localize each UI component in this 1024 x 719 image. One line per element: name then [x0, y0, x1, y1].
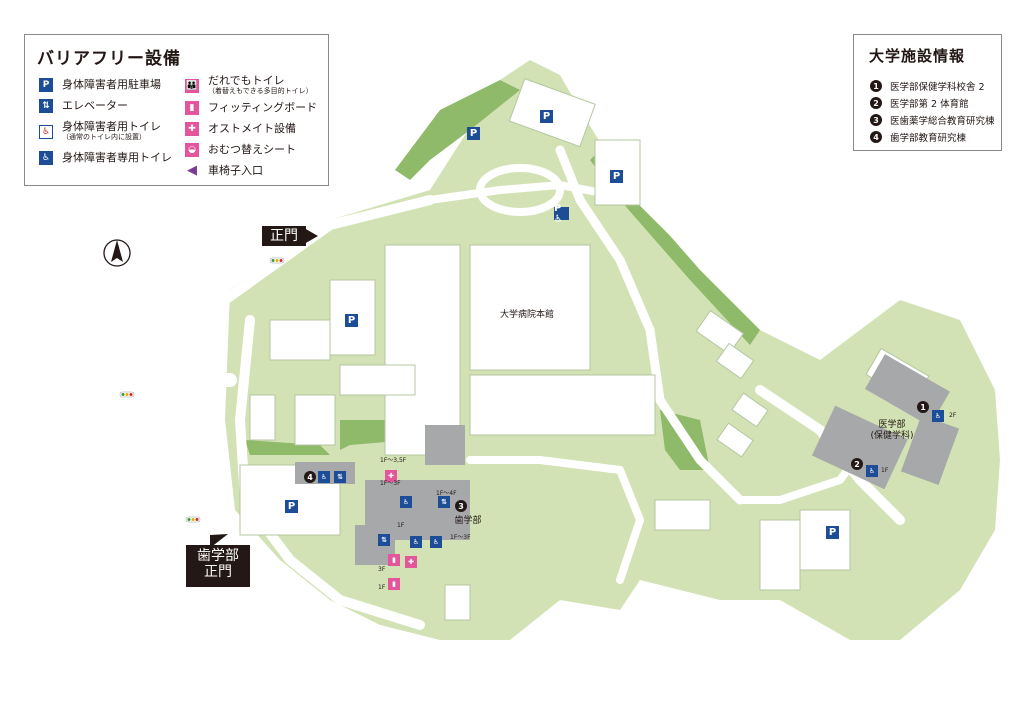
medical-school-label: 医学部 (保健学科) [870, 420, 914, 441]
main-gate-label: 正門 [262, 226, 306, 246]
diaper-changing-icon: ◒ [185, 143, 199, 157]
parking-icon: P [610, 170, 623, 183]
traffic-light-icon [185, 516, 201, 523]
building-number-1: 1 [917, 401, 929, 413]
ostomate-icon: ✚ [185, 122, 199, 136]
traffic-light-icon [269, 257, 285, 264]
accessible-toilet-icon: ♿ [430, 536, 442, 548]
main-gate-pointer [304, 228, 318, 244]
accessible-parking-icon: P [39, 78, 53, 92]
building-number-4: 4 [304, 471, 316, 483]
ostomate-icon: ✚ [385, 470, 397, 482]
legend-title: バリアフリー設備 [37, 49, 181, 69]
building-number-3: 3 [455, 500, 467, 512]
elevator-icon: ⇅ [334, 471, 346, 483]
facility-item-4: 4 歯学部教育研究棟 [870, 130, 966, 144]
accessible-toilet-icon: ♿ [866, 465, 878, 477]
barrier-free-legend: バリアフリー設備 P 身体障害者用駐車場 ⇅ エレベーター ♿ 身体障害者用トイ… [24, 34, 329, 186]
dental-gate-label: 歯学部 正門 [186, 545, 250, 587]
floor-label: 1F [881, 467, 889, 474]
hospital-main-building-label: 大学病院本館 [499, 310, 554, 320]
green-belt-north [395, 80, 520, 180]
floor-label: 3F [378, 566, 386, 573]
parking-icon: P [467, 127, 480, 140]
elevator-icon: ⇅ [438, 496, 450, 508]
parking-icon: P [345, 314, 358, 327]
facility-item-1: 1 医学部保健学科校舎 2 [870, 79, 985, 93]
wheelchair-entrance-arrow-icon: ◀ [187, 163, 197, 178]
facility-title: 大学施設情報 [869, 47, 966, 65]
floor-label: 1F [378, 584, 386, 591]
accessible-toilet-icon: ♿ [400, 496, 412, 508]
floor-label: 1F [397, 522, 405, 529]
buildings [239, 78, 930, 621]
parking-icon: P [826, 526, 839, 539]
north-arrow-icon [103, 239, 131, 267]
legend-item-accessible-toilet: ♿ 身体障害者専用トイレ [39, 151, 172, 165]
building-number-2: 2 [851, 458, 863, 470]
legend-item-wheelchair-entrance: ◀ 車椅子入口 [187, 163, 263, 178]
elevator-icon: ⇅ [378, 534, 390, 546]
fitting-board-icon: ▮ [185, 101, 199, 115]
dental-school-label: 歯学部 [454, 516, 482, 526]
legend-item-fitting-board: ▮ フィッティングボード [185, 101, 317, 115]
facility-item-3: 3 医歯薬学総合教育研究棟 [870, 113, 995, 127]
accessible-parking-icon: P♿ [554, 203, 569, 225]
parking-icon: P [540, 110, 553, 123]
accessible-toilet-in-restroom-icon: ♿ [39, 124, 53, 139]
floor-label: 1F〜3,5F [380, 457, 407, 464]
legend-item-elevator: ⇅ エレベーター [39, 99, 128, 113]
facility-item-2: 2 医学部第 2 体育館 [870, 96, 969, 110]
parking-icon: P [285, 500, 298, 513]
legend-item-all-gender-toilet: 👪 だれでもトイレ（着替えもできる多目的トイレ） [185, 74, 313, 95]
fitting-board-icon: ▮ [388, 554, 400, 566]
legend-item-diaper-changing: ◒ おむつ替えシート [185, 143, 296, 157]
floor-label: 2F [949, 412, 957, 419]
floor-label: 1F〜4F [436, 490, 457, 497]
ostomate-icon: ✚ [405, 556, 417, 568]
all-gender-toilet-icon: 👪 [185, 78, 199, 93]
elevator-icon: ⇅ [39, 99, 53, 113]
legend-item-accessible-parking: P 身体障害者用駐車場 [39, 78, 161, 92]
floor-label: 1F〜3F [450, 534, 471, 541]
legend-item-accessible-toilet-in-restroom: ♿ 身体障害者用トイレ（通常のトイレ内に設置） [39, 121, 161, 142]
green-patch-left [245, 440, 330, 455]
floor-label: 1F〜3F [380, 480, 401, 487]
traffic-light-icon [119, 391, 135, 398]
accessible-toilet-icon: ♿ [318, 471, 330, 483]
fitting-board-icon: ▮ [388, 578, 400, 590]
facility-info-legend: 大学施設情報 1 医学部保健学科校舎 2 2 医学部第 2 体育館 3 医歯薬学… [853, 34, 1002, 151]
highlighted-buildings [295, 354, 960, 565]
accessible-toilet-icon: ♿ [410, 536, 422, 548]
legend-item-ostomate: ✚ オストメイト設備 [185, 122, 296, 136]
dental-gate-pointer [210, 534, 228, 548]
accessible-toilet-icon: ♿ [932, 410, 944, 422]
accessible-toilet-icon: ♿ [39, 151, 53, 165]
